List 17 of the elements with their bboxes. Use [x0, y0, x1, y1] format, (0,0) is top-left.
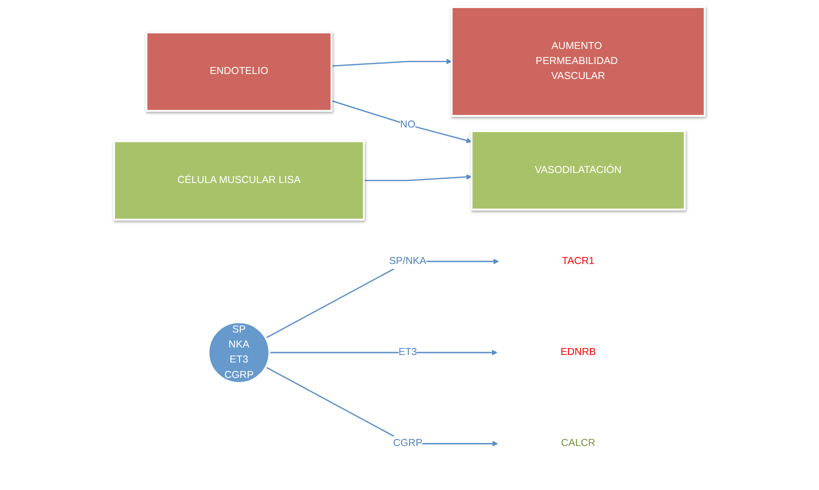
arrow: [331, 100, 472, 144]
node-box: [450, 6, 706, 117]
arrow: [364, 174, 472, 182]
node-text: CALCR: [561, 438, 596, 449]
node-box: [146, 31, 333, 112]
node-box: [113, 140, 365, 221]
edge-label: NO: [400, 119, 416, 130]
edge-label: ET3: [398, 346, 418, 358]
arrow: [266, 366, 498, 446]
edge-label: CGRP: [393, 438, 422, 449]
arrow: [270, 350, 498, 356]
node-text: TACR1: [562, 256, 594, 267]
node-circle: [208, 321, 270, 384]
edge-label: SP/NKA: [389, 256, 426, 267]
node-text: EDNRB: [560, 346, 596, 358]
node-box: [470, 130, 686, 210]
arrow: [332, 58, 452, 67]
